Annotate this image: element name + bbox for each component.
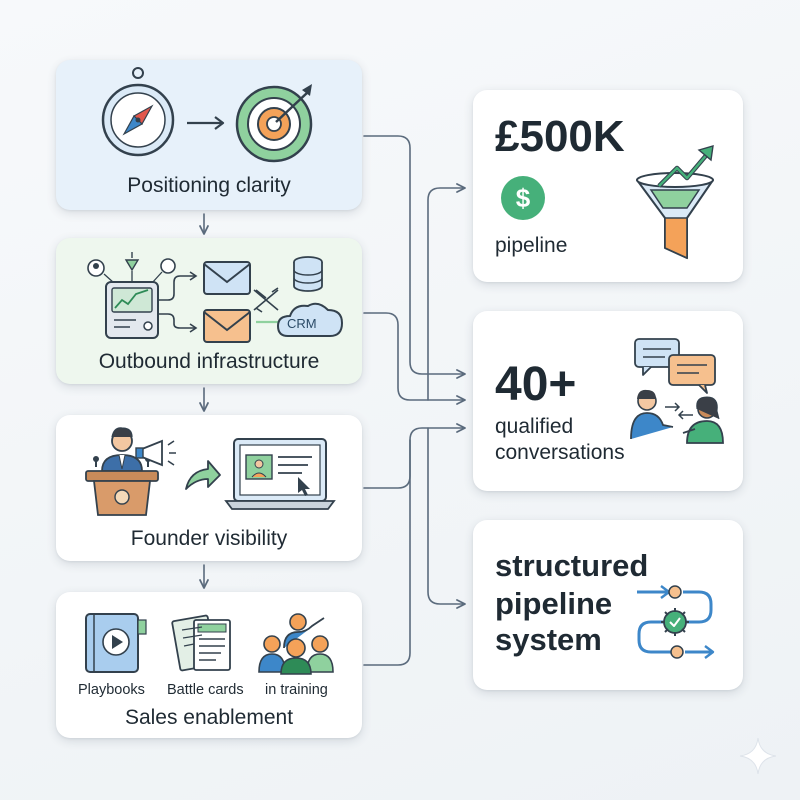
playbook-icon [86, 614, 146, 672]
dashboard-icon [88, 252, 175, 338]
conversations-value: 40+ [495, 357, 576, 412]
share-arrow-icon [186, 461, 220, 489]
stage-label-outbound: Outbound infrastructure [56, 350, 362, 374]
system-line2: pipeline [495, 586, 612, 622]
database-icon [294, 257, 322, 291]
conversations-caption-line2: conversations [495, 439, 625, 466]
mail-icon [204, 310, 250, 342]
result-card-system: structured pipeline system [473, 520, 743, 690]
stage-card-sales: Playbooks Battle cards in training Sales… [56, 592, 362, 738]
stage-card-outbound: CRM Outbound infrastructure [56, 238, 362, 384]
item-label-training: in training [265, 682, 328, 698]
pipeline-value: £500K [495, 112, 625, 162]
pipeline-caption: pipeline [495, 232, 567, 259]
item-label-battle-cards: Battle cards [167, 682, 244, 698]
sparkle-icon [738, 736, 778, 776]
stage-label-founder: Founder visibility [56, 527, 362, 551]
stage-card-positioning: Positioning clarity [56, 60, 362, 210]
cycle-process-icon [637, 586, 713, 658]
flow-arrow-icon [187, 117, 223, 129]
crm-text: CRM [287, 316, 317, 331]
training-icon [259, 614, 333, 674]
funnel-icon [637, 146, 713, 258]
compass-icon [103, 68, 173, 155]
target-icon [237, 84, 312, 161]
chat-people-icon [631, 339, 723, 443]
battle-cards-icon [172, 615, 230, 670]
item-label-playbooks: Playbooks [78, 682, 145, 698]
svg-text:$: $ [516, 183, 531, 213]
stage-label-positioning: Positioning clarity [56, 174, 362, 198]
dollar-icon: $ [501, 176, 545, 220]
laptop-video-icon [226, 439, 334, 509]
result-card-pipeline: $ £500K pipeline [473, 90, 743, 282]
system-line1: structured [495, 548, 648, 584]
result-card-conversations: 40+ qualified conversations [473, 311, 743, 491]
stage-card-founder: Founder visibility [56, 415, 362, 561]
stage-label-sales: Sales enablement [56, 706, 362, 730]
mail-icon [204, 262, 250, 294]
podium-speaker-icon [86, 428, 158, 515]
megaphone-icon [136, 441, 176, 465]
conversations-caption-line1: qualified [495, 413, 573, 440]
system-line3: system [495, 622, 602, 658]
